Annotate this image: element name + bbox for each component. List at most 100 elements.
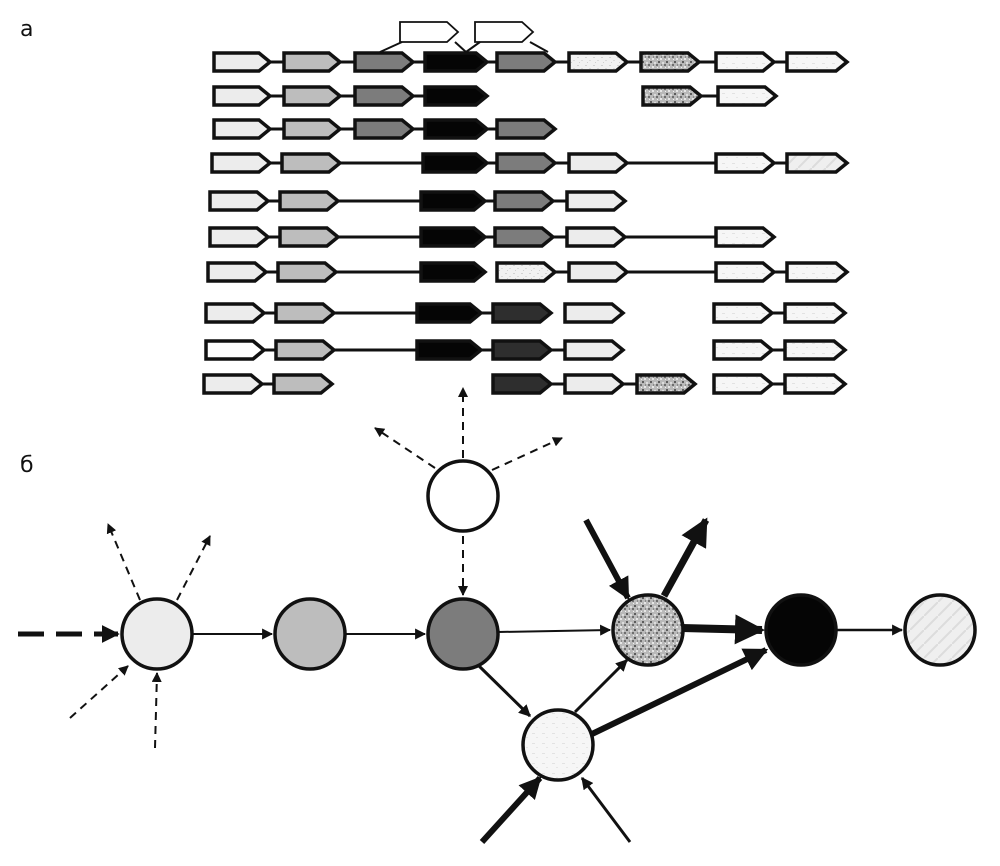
flux-arrow bbox=[497, 624, 612, 636]
major-input-arrow bbox=[479, 775, 543, 845]
gene-row4-4 bbox=[495, 152, 558, 174]
gene-row4-3 bbox=[421, 152, 490, 174]
panel-a-gene-clusters bbox=[202, 21, 850, 395]
gene-row8-1 bbox=[204, 302, 267, 324]
gene-row8-3 bbox=[415, 302, 484, 324]
gene-row9-1 bbox=[204, 339, 267, 361]
major-output-arrow bbox=[660, 517, 710, 598]
gene-row4-6 bbox=[714, 152, 777, 174]
gene-row5-3 bbox=[419, 190, 488, 212]
gene-row3-1 bbox=[212, 118, 273, 140]
gene-row9-3 bbox=[415, 339, 484, 361]
gene-top-left bbox=[399, 21, 460, 43]
gene-row10-4 bbox=[563, 373, 626, 395]
network-node-n6 bbox=[903, 593, 977, 667]
gene-row1-2 bbox=[282, 51, 343, 73]
bracket-line bbox=[454, 41, 467, 53]
gene-row5-2 bbox=[278, 190, 341, 212]
gene-row6-2 bbox=[278, 226, 341, 248]
gene-row7-1 bbox=[206, 261, 269, 283]
gene-row9-5 bbox=[563, 339, 626, 361]
gene-row1-4 bbox=[423, 51, 490, 73]
gene-row3-2 bbox=[282, 118, 343, 140]
gene-row4-5 bbox=[567, 152, 630, 174]
gene-row7-5 bbox=[567, 261, 630, 283]
gene-row2-2 bbox=[282, 85, 343, 107]
gene-row7-4 bbox=[495, 261, 558, 283]
gene-top-right bbox=[474, 21, 535, 43]
dashed-output-arrow bbox=[176, 535, 211, 601]
gene-row4-7 bbox=[785, 152, 850, 174]
flux-arrow bbox=[476, 663, 532, 718]
gene-row9-6 bbox=[712, 339, 775, 361]
gene-row7-7 bbox=[785, 261, 850, 283]
gene-row1-5 bbox=[495, 51, 558, 73]
gene-row8-7 bbox=[783, 302, 848, 324]
network-node-n2 bbox=[273, 597, 347, 671]
gene-row3-4 bbox=[423, 118, 490, 140]
network-node-n8 bbox=[521, 708, 595, 782]
flux-arrow bbox=[573, 658, 629, 714]
gene-row3-3 bbox=[353, 118, 416, 140]
gene-row7-2 bbox=[276, 261, 339, 283]
gene-row2-6 bbox=[716, 85, 779, 107]
gene-row2-1 bbox=[212, 85, 273, 107]
gene-row5-4 bbox=[493, 190, 556, 212]
major-flux-arrow bbox=[681, 614, 765, 645]
gene-row9-7 bbox=[783, 339, 848, 361]
gene-row10-2 bbox=[272, 373, 335, 395]
network-node-n7 bbox=[426, 459, 500, 533]
gene-row2-5 bbox=[641, 85, 704, 107]
bracket-line bbox=[465, 41, 481, 53]
gene-row6-1 bbox=[208, 226, 271, 248]
major-flux-arrow bbox=[590, 647, 769, 737]
gene-row9-2 bbox=[274, 339, 337, 361]
input-arrow bbox=[580, 777, 632, 843]
gene-row1-7 bbox=[639, 51, 702, 73]
gene-row10-1 bbox=[202, 373, 265, 395]
gene-row7-3 bbox=[419, 261, 488, 283]
gene-row10-6 bbox=[712, 373, 775, 395]
dashed-output-arrow bbox=[374, 427, 436, 469]
dashed-output-arrow bbox=[491, 437, 563, 471]
gene-row2-3 bbox=[353, 85, 416, 107]
gene-row6-5 bbox=[565, 226, 628, 248]
major-input-arrow bbox=[583, 518, 631, 600]
panel-label-b: б bbox=[20, 453, 34, 478]
gene-row8-2 bbox=[274, 302, 337, 324]
gene-row6-4 bbox=[493, 226, 556, 248]
gene-row7-6 bbox=[714, 261, 777, 283]
gene-row8-5 bbox=[563, 302, 626, 324]
network-node-n3 bbox=[426, 597, 500, 671]
gene-row6-6 bbox=[714, 226, 777, 248]
gene-row1-3 bbox=[353, 51, 416, 73]
gene-row3-5 bbox=[495, 118, 558, 140]
network-node-n5 bbox=[764, 593, 838, 667]
gene-row8-4 bbox=[491, 302, 554, 324]
gene-row8-6 bbox=[712, 302, 775, 324]
dashed-output-arrow bbox=[106, 523, 141, 601]
dashed-input-arrow bbox=[151, 672, 162, 749]
gene-row6-3 bbox=[419, 226, 488, 248]
gene-row1-9 bbox=[785, 51, 850, 73]
gene-row9-4 bbox=[491, 339, 554, 361]
network-node-n1 bbox=[120, 597, 194, 671]
gene-row1-6 bbox=[567, 51, 630, 73]
bracket-line bbox=[529, 41, 549, 53]
gene-row10-5 bbox=[635, 373, 698, 395]
gene-row1-1 bbox=[212, 51, 273, 73]
network-node-n4 bbox=[611, 593, 685, 667]
gene-row4-2 bbox=[280, 152, 343, 174]
gene-row10-7 bbox=[783, 373, 848, 395]
gene-row5-5 bbox=[565, 190, 628, 212]
bracket-line bbox=[379, 41, 403, 53]
dashed-input-arrow bbox=[69, 665, 129, 719]
gene-row2-4 bbox=[423, 85, 490, 107]
gene-row5-1 bbox=[208, 190, 271, 212]
panel-label-a: а bbox=[20, 17, 33, 42]
panel-b-network bbox=[18, 387, 977, 845]
gene-row4-1 bbox=[210, 152, 273, 174]
gene-row10-3 bbox=[491, 373, 554, 395]
gene-row1-8 bbox=[714, 51, 777, 73]
